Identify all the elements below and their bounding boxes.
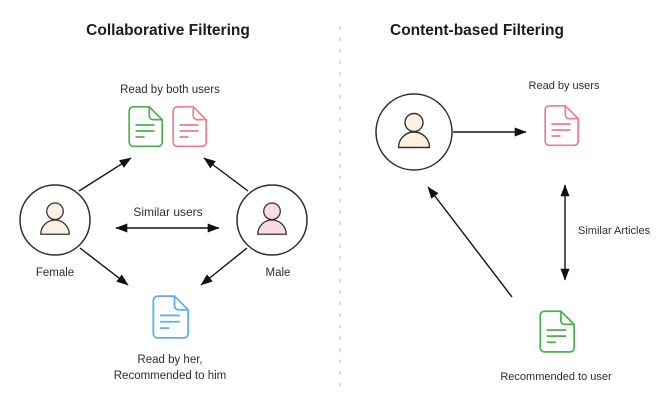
arrow-female-to-read-docs: [78, 157, 132, 192]
read-by-both-users-label: Read by both users: [120, 84, 220, 96]
collaborative-filtering-panel: Collaborative Filtering Read by both use…: [19, 22, 308, 382]
similar-users-label: Similar users: [133, 205, 202, 219]
arrow-recommend-to-user: [427, 186, 513, 298]
document-icon-green: [128, 105, 164, 148]
similar-articles-label: Similar Articles: [578, 225, 651, 237]
recommended-to-him-label: Recommended to him: [114, 370, 227, 382]
document-icon-red-right: [544, 104, 580, 147]
arrow-female-to-recommended-doc: [79, 247, 129, 286]
arrow-male-to-read-docs: [203, 157, 249, 192]
document-icon-blue: [152, 295, 190, 339]
female-label: Female: [36, 267, 74, 279]
document-icon-red: [172, 105, 208, 148]
content-based-filtering-panel: Content-based Filtering Read by users Si…: [375, 22, 651, 383]
recommended-to-user-label: Recommended to user: [500, 371, 612, 383]
read-by-users-label: Read by users: [529, 80, 600, 92]
collaborative-filtering-title: Collaborative Filtering: [86, 22, 250, 39]
content-based-filtering-title: Content-based Filtering: [390, 22, 564, 39]
arrow-male-to-recommended-doc: [200, 247, 248, 286]
read-by-her-label: Read by her,: [137, 354, 202, 366]
document-icon-green-right: [539, 310, 576, 353]
male-label: Male: [266, 267, 291, 279]
